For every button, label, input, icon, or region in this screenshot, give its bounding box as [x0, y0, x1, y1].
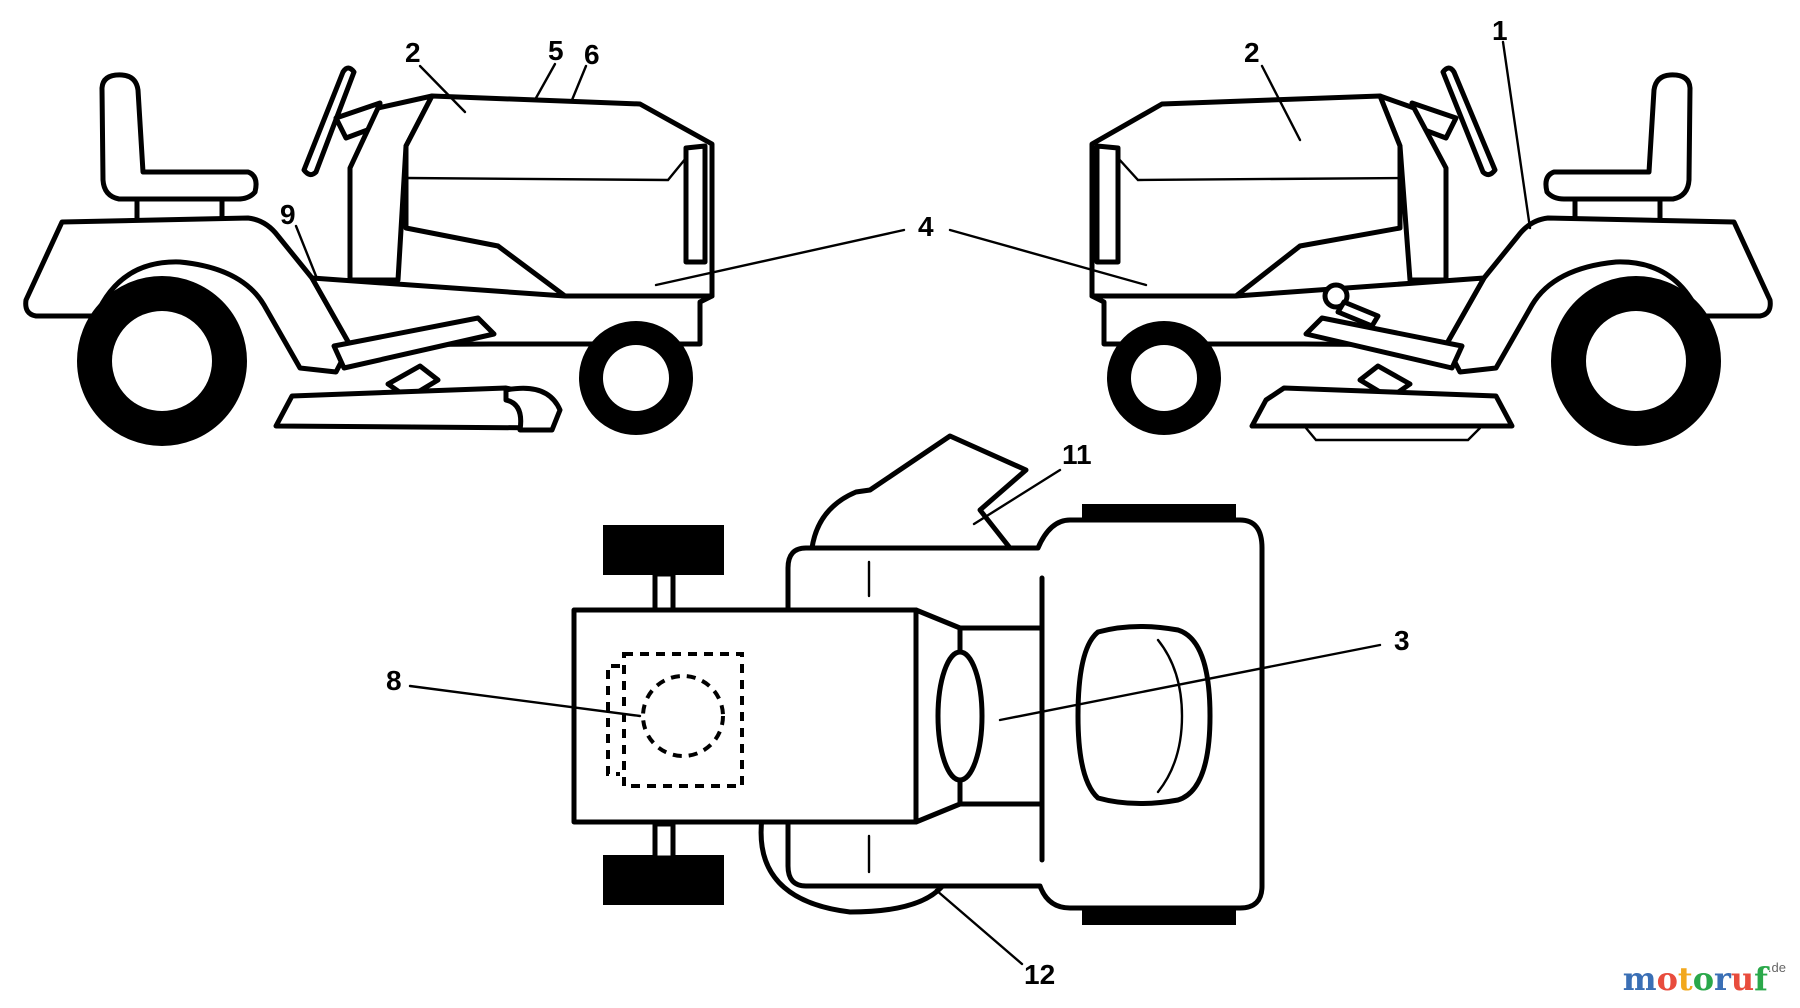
grille-right	[1094, 143, 1121, 265]
rear-fender-left	[23, 215, 353, 375]
leader-8	[408, 684, 642, 718]
front-wheel-top-lower	[603, 855, 724, 905]
hood-seam-right	[1116, 156, 1402, 182]
watermark-letter: f	[1754, 960, 1768, 998]
callout-2-left: 2	[405, 37, 421, 68]
hood-seam-left	[404, 156, 688, 182]
leader-12	[934, 888, 1024, 966]
pedal-left	[331, 315, 497, 371]
engine-outline-side	[606, 664, 620, 776]
axle-top-lower	[652, 821, 676, 861]
leader-11	[972, 468, 1062, 526]
watermark-letter: o	[1692, 960, 1715, 998]
tractor-right-side-view	[1089, 65, 1773, 446]
leader-4-right	[948, 228, 1148, 287]
rear-fender-right	[1443, 215, 1773, 375]
watermark-brand: motoruf	[1623, 960, 1768, 998]
rear-wheel-hub-right	[1586, 311, 1686, 411]
leader-9	[294, 224, 318, 278]
callout-numbers: 1 2 2 3 4 5 6 8 9 11 12	[280, 15, 1508, 990]
hood-right	[1089, 93, 1403, 299]
hood-left	[403, 93, 715, 299]
steering-wheel-right	[1440, 65, 1498, 178]
leader-3	[998, 643, 1382, 722]
tractor-left-side-view	[23, 65, 715, 446]
callout-9: 9	[280, 199, 296, 230]
callout-2-right: 2	[1244, 37, 1260, 68]
watermark-letter: o	[1656, 960, 1678, 998]
callout-6: 6	[584, 39, 600, 70]
callout-3: 3	[1394, 625, 1410, 656]
engine-outline-top	[622, 652, 744, 788]
leader-5	[534, 62, 557, 100]
pedal-right	[1303, 315, 1465, 371]
mower-deck-right	[1249, 385, 1515, 429]
callout-12: 12	[1024, 959, 1055, 990]
leader-6	[570, 64, 588, 102]
leader-lines	[294, 40, 1532, 966]
deck-skirt-right	[1304, 426, 1482, 442]
seat-back-top	[1156, 638, 1184, 794]
discharge-chute-top	[809, 433, 1029, 551]
engine-circle-top	[641, 674, 725, 758]
leader-4-left	[654, 228, 906, 287]
steering-wheel-top	[935, 649, 985, 783]
leader-2-right	[1260, 64, 1302, 142]
callout-11: 11	[1062, 439, 1092, 470]
leader-2-left	[418, 64, 467, 114]
callout-5: 5	[548, 35, 564, 66]
seat-left	[99, 72, 259, 202]
callout-8: 8	[386, 665, 402, 696]
grille-left	[683, 143, 708, 265]
rear-wheel-hub-left	[112, 311, 212, 411]
callout-1: 1	[1492, 15, 1508, 46]
watermark-letter: u	[1730, 960, 1755, 998]
front-wheel-hub-left	[603, 345, 669, 411]
motoruf-watermark: motoruf.de	[1623, 960, 1786, 998]
axle-top-upper	[652, 571, 676, 615]
watermark-letter: t	[1677, 960, 1693, 998]
lever-right	[1335, 299, 1381, 329]
steering-wheel-left	[301, 65, 357, 178]
watermark-tld: .de	[1767, 960, 1786, 975]
front-wheel-hub-right	[1131, 345, 1197, 411]
watermark-letter: m	[1622, 960, 1657, 998]
watermark-letter: r	[1714, 960, 1731, 998]
callout-4: 4	[918, 211, 934, 242]
seat-top	[1075, 623, 1213, 807]
leader-1	[1501, 40, 1532, 230]
front-wheel-top-upper	[603, 525, 724, 575]
seat-right	[1543, 72, 1693, 202]
discharge-chute-left	[503, 385, 563, 433]
tractor-top-view	[571, 433, 1265, 925]
